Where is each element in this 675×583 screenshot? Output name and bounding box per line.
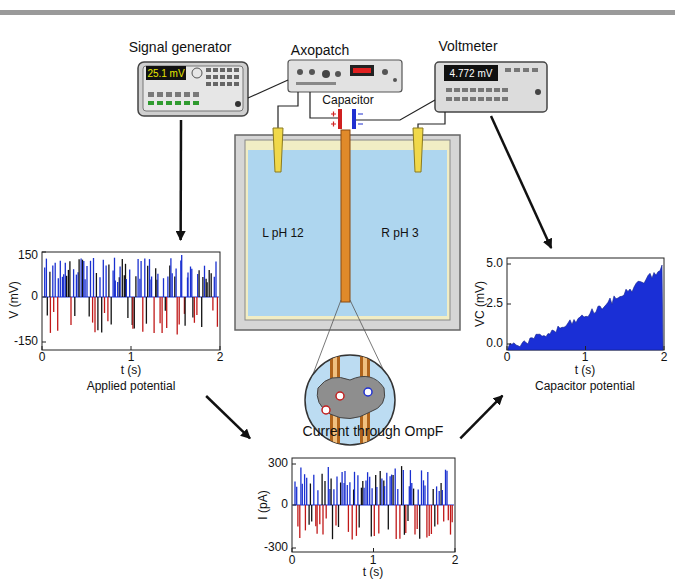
flow-arrow [460, 396, 502, 439]
axis-label: 5.0 [486, 257, 503, 270]
axis-label: 150 [18, 249, 38, 262]
instrument-box: Voltmeter 4.772 mV [430, 36, 552, 116]
flow-arrow [206, 396, 250, 438]
node-label: L pH 12 [261, 227, 305, 241]
axis-label: 0 [289, 554, 296, 567]
instrument-box: Signal generator 25.1 mV [108, 38, 254, 120]
axis-label: t (s) [575, 364, 596, 377]
chart-panel: Current through OmpF3000-300I (pA)012t (… [250, 422, 460, 583]
signal-generator [138, 62, 248, 116]
voltmeter [435, 62, 547, 112]
axis-label: 2 [452, 554, 459, 567]
chart-panel: 1500-150V (mV)012t (s)Applied potential [2, 240, 234, 396]
node-label: 25.1 mV [147, 68, 184, 79]
axis-label: 1 [582, 351, 589, 364]
chart-frame [42, 252, 664, 552]
axis-label: I (pA) [257, 490, 270, 519]
node-label: Voltmeter [438, 39, 497, 54]
axis-label: 1 [128, 351, 135, 364]
flow-arrow [491, 116, 551, 248]
axis-label: VC (mV) [474, 281, 487, 327]
top-bar [0, 10, 675, 15]
axis-label: -150 [14, 335, 38, 348]
axis-label: 0 [39, 351, 46, 364]
node-label: Axopatch [291, 43, 349, 58]
chart-panel: 5.0 2.5 0.0 VC (mV) 0 1 2 t (s) Capacitor potent… [470, 248, 673, 396]
amplifier [288, 60, 402, 92]
wire [248, 80, 445, 130]
axis-label: -300 [264, 541, 288, 554]
axis-label: V (mV) [8, 281, 21, 318]
axis-label: 2.5 [486, 297, 503, 310]
node-label: R pH 3 [378, 227, 422, 241]
part-label: Capacitor [322, 94, 373, 107]
axis-label: 2 [217, 351, 224, 364]
tank [235, 109, 460, 330]
axis-label: 2 [661, 351, 668, 364]
tank-box: L pH 12 R pH 3 [232, 128, 464, 333]
axis-label: Capacitor potential [535, 380, 635, 393]
axis-label: 0.0 [486, 337, 503, 350]
axis-label: t (s) [121, 364, 142, 377]
signal-trace [42, 252, 664, 552]
axis-label: 300 [268, 457, 288, 470]
flow-arrow [179, 120, 182, 240]
node-label: 4.772 mV [450, 68, 493, 79]
node-label: Signal generator [129, 40, 232, 55]
axis-label: t (s) [363, 566, 384, 579]
axis-label: 0 [504, 351, 511, 364]
axis-label: 0 [31, 290, 38, 303]
axis-label: Applied potential [87, 380, 176, 393]
axis-label: 0 [281, 498, 288, 511]
axis-label: Current through OmpF [303, 424, 444, 439]
instrument-box: Axopatch [285, 41, 407, 96]
